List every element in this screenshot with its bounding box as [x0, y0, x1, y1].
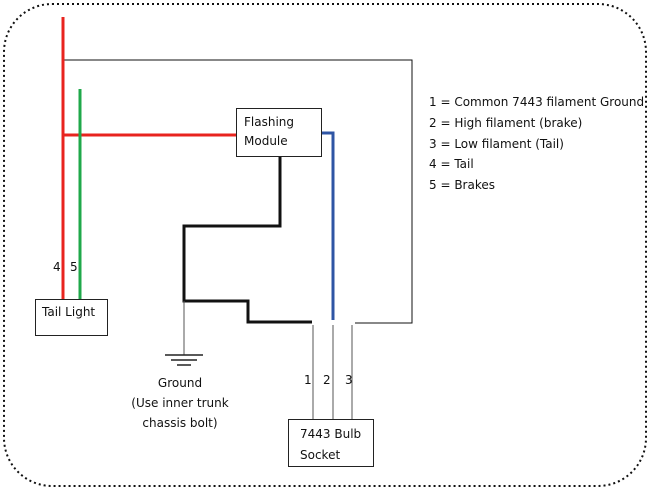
ground-note-line1: (Use inner trunk — [131, 396, 229, 410]
legend-item: 3 = Low filament (Tail) — [429, 136, 564, 151]
tail-light-box — [35, 299, 108, 336]
frame-wire — [63, 59, 413, 324]
bulb-socket-label-line1: 7443 Bulb — [300, 427, 362, 441]
bulb-socket-label-line2: Socket — [300, 448, 341, 462]
ground-wire — [182, 156, 312, 324]
pin-label-2: 2 — [323, 373, 331, 387]
wire-label-tail: 4 — [53, 260, 61, 274]
ground-caption: Ground (Use inner trunk chassis bolt) — [120, 373, 240, 433]
flashing-module-label-line2: Module — [244, 134, 288, 148]
module-output-wire — [322, 131, 335, 320]
flashing-module-box — [236, 108, 322, 157]
pin-label-3: 3 — [345, 373, 353, 387]
pin-label-1: 1 — [304, 373, 312, 387]
legend-item: 1 = Common 7443 filament Ground — [429, 95, 645, 109]
legend-item: 2 = High filament (brake) — [429, 115, 583, 130]
ground-note-line2: chassis bolt) — [142, 416, 218, 430]
ground-icon — [165, 354, 203, 366]
bulb-socket-box — [288, 419, 374, 467]
flashing-module-label-line1: Flashing — [244, 115, 295, 129]
tail-light-label: Tail Light — [42, 305, 96, 319]
legend-item: 4 = Tail — [429, 157, 474, 172]
legend: 1 = Common 7443 filament Ground 2 = High… — [429, 92, 644, 196]
dotted-border — [3, 3, 647, 487]
ground-label: Ground — [157, 376, 203, 390]
legend-item: 5 = Brakes — [429, 178, 495, 193]
wire-label-brakes: 5 — [70, 260, 78, 274]
